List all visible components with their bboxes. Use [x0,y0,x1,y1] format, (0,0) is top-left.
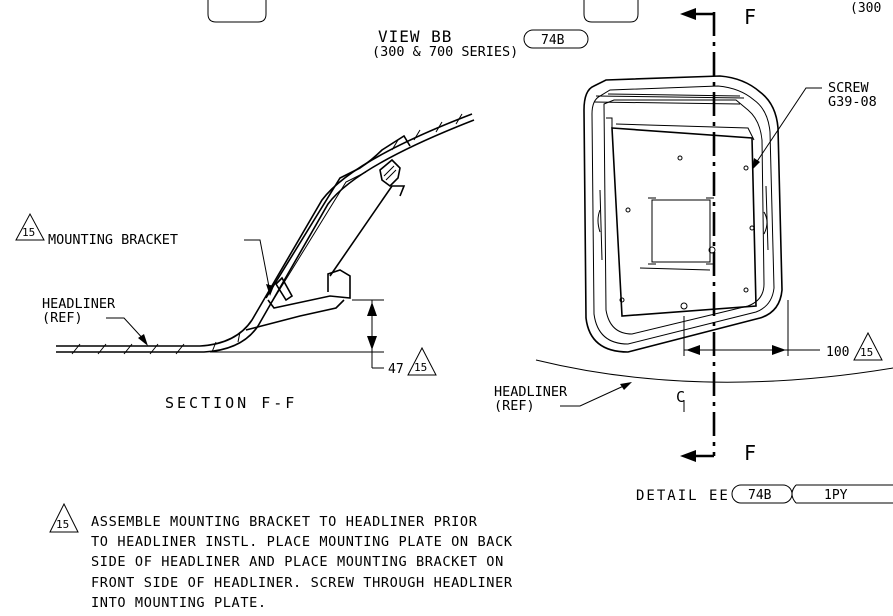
detail-ee-ref-1: 74B [748,488,772,503]
section-ff: 47 15 15 MOUNTING BRACKET HEADLINER (REF… [15,113,475,412]
view-bb-ref-box [523,29,589,49]
bezel-top-line [607,93,741,97]
mounting-plate-inner [271,171,367,303]
bezel-outer [583,75,783,353]
detail-headliner-leader [560,383,629,407]
screw-label: SCREW [828,80,870,96]
section-ff-caption: SECTION F-F [165,394,297,412]
detail-ee-ref-box-2 [791,484,893,504]
headliner-hatch [71,113,463,355]
top-left-box-fragment [207,0,267,23]
mounting-bracket-leader [244,239,271,293]
dimension-47: 47 15 [210,299,437,377]
dim-47-rev: 15 [414,361,427,374]
bracket-upper-clip [379,158,401,188]
bracket-clip-detail [383,165,397,181]
headliner-inner [56,119,475,353]
section-letter-bottom: F [744,441,756,465]
bracket-lower [267,269,351,309]
dim-47-value: 47 [388,362,404,377]
section-letter-top: F [744,5,756,29]
note-rev-triangle [49,502,79,533]
note-line: ASSEMBLE MOUNTING BRACKET TO HEADLINER P… [91,514,478,530]
top-mid-box-fragment [583,0,639,23]
detail-mounting-plate-inner [615,123,755,141]
assembly-note: ASSEMBLE MOUNTING BRACKET TO HEADLINER P… [91,512,691,613]
dimension-100: 100 15 [683,300,883,361]
centerline-symbol: C [676,388,685,406]
bracket-vertical [329,185,406,277]
note-line: FRONT SIDE OF HEADLINER. SCREW THROUGH H… [91,574,513,591]
view-bb-title: VIEW BB (300 & 700 SERIES) 74B [372,27,589,60]
detail-headliner-label: HEADLINER [494,384,568,400]
bezel-inner [603,99,765,335]
note-line: INTO MOUNTING PLATE. [91,594,267,611]
mounting-plate [265,134,411,299]
top-right-fragment-text: (300 [850,1,881,16]
dim-100-rev: 15 [860,346,873,359]
mounting-bracket-rev-triangle [15,212,45,241]
view-bb-ref: 74B [541,33,565,48]
section-headliner-leader [106,317,147,343]
mounting-bracket-rev: 15 [22,226,35,239]
bracket-tab [274,276,294,302]
headliner-outer [56,113,473,347]
detail-plate-frame [599,117,769,261]
bezel-top-rim [593,95,745,105]
note-line: SIDE OF HEADLINER AND PLACE MOUNTING BRA… [91,554,504,571]
detail-ee-ref-2: 1PY [824,488,848,503]
screw-part-number: G39-08 [828,94,877,110]
mounting-bracket-label: MOUNTING BRACKET [48,232,178,248]
section-headliner-ref: (REF) [42,310,83,326]
detail-ee: F F SCREW G39-08 100 15 HEADLINER (REF) … [494,5,893,504]
view-bb-subtitle: (300 & 700 SERIES) [372,44,518,60]
note-rev: 15 [56,518,69,531]
detail-mounting-plate [611,127,757,317]
section-headliner-label: HEADLINER [42,296,116,312]
bracket-foot [245,299,345,331]
detail-headliner-arc [535,359,893,383]
screw-leader [753,87,822,167]
dim-100-value: 100 [826,345,849,360]
note-line: TO HEADLINER INSTL. PLACE MOUNTING PLATE… [91,534,513,551]
detail-center-window [651,199,711,263]
view-bb-label: VIEW BB [378,27,452,46]
detail-ee-caption: DETAIL EE [636,488,730,504]
detail-headliner-ref: (REF) [494,398,535,414]
bezel-mid [591,85,775,345]
